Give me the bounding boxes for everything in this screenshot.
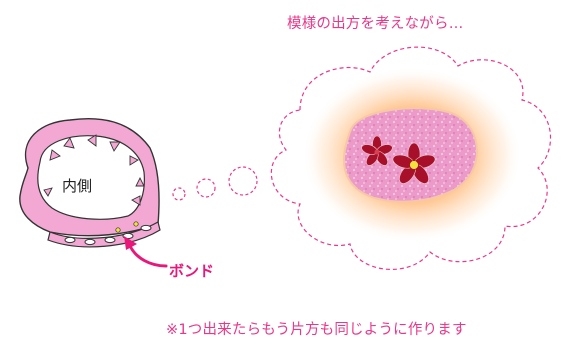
thought-dot-2 — [196, 178, 216, 198]
shoe-inner — [37, 135, 145, 220]
cherry-blossom-small — [361, 135, 393, 166]
thought-dots — [172, 166, 258, 201]
shoe-illustration — [19, 117, 161, 248]
bond-label: ボンド — [169, 262, 215, 280]
bond-dots — [115, 221, 139, 233]
thought-dot-1 — [172, 187, 186, 201]
thought-caption: 模様の出方を考えながら… — [287, 16, 464, 32]
bottom-note: ※1つ出来たらもう片方も同じように作ります — [166, 322, 467, 338]
curved-arrow-icon — [124, 236, 168, 268]
cherry-blossom-large — [392, 142, 436, 184]
shoe-sole — [47, 221, 161, 248]
thought-cloud — [270, 46, 551, 270]
shoe-scallops — [43, 134, 145, 206]
inside-label: 内側 — [62, 177, 93, 195]
thought-dot-3 — [228, 166, 258, 196]
